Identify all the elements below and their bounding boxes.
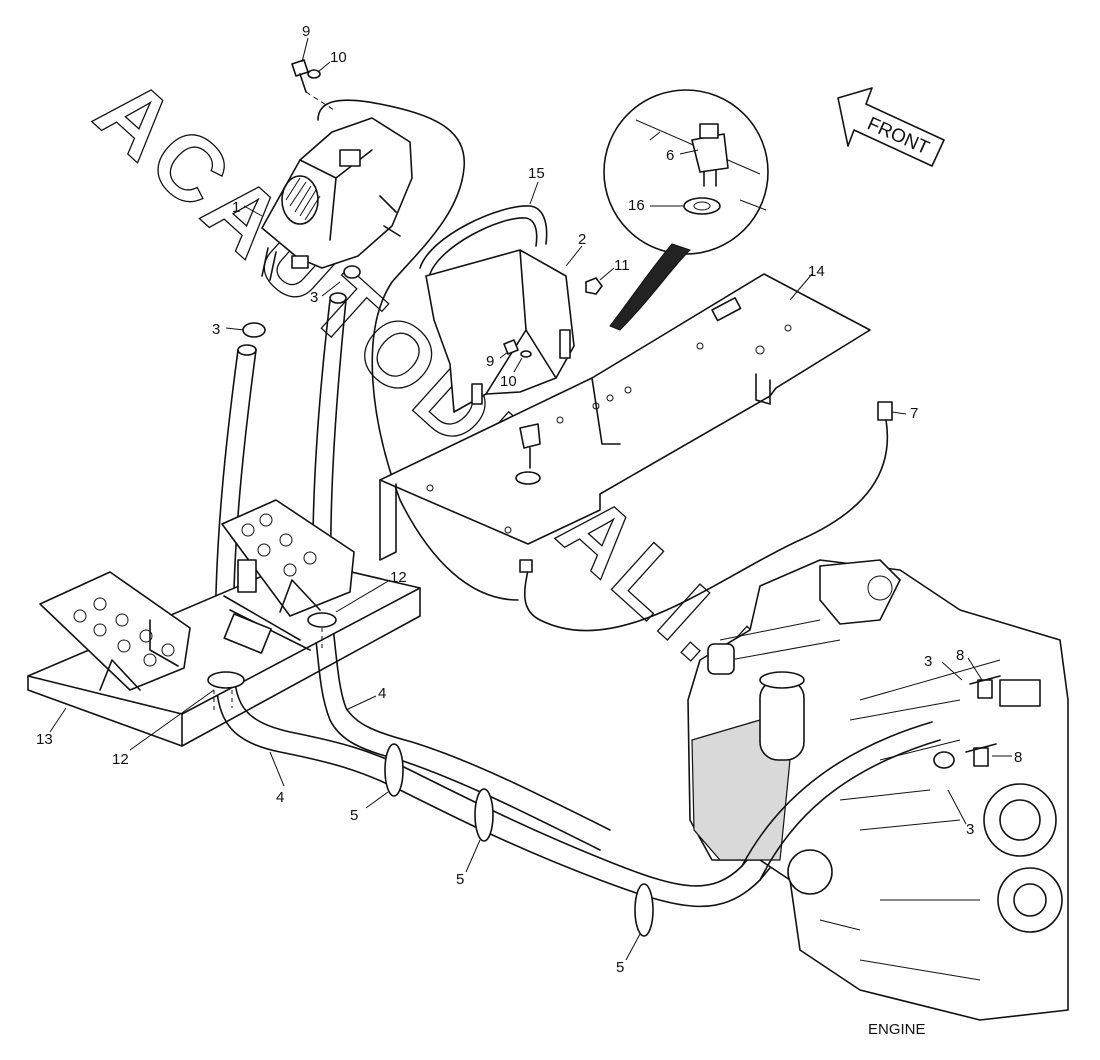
connector-7: [519, 401, 893, 632]
callout-10-top: 10: [330, 49, 347, 66]
callout-13: 13: [36, 731, 53, 748]
washer-10-mid: [520, 350, 532, 358]
callout-15: 15: [528, 165, 545, 182]
callout-14: 14: [808, 263, 825, 280]
drain-valve-8-b: [965, 743, 997, 767]
nut-11: [585, 277, 603, 295]
callout-5-b: 5: [456, 871, 464, 888]
bracket-2: [425, 249, 575, 413]
drain-valve-8-a: [969, 675, 1001, 699]
callout-8-b: 8: [1014, 749, 1022, 766]
callout-7: 7: [910, 405, 918, 422]
callout-5-a: 5: [350, 807, 358, 824]
pedal-left: [39, 571, 191, 691]
callout-3-c: 3: [924, 653, 932, 670]
callout-10-mid: 10: [500, 373, 517, 390]
callout-12-b: 12: [112, 751, 129, 768]
callout-3-a: 3: [212, 321, 220, 338]
hose-clamp-5-b: [474, 788, 494, 842]
pressure-switch-6-detail: [691, 123, 729, 187]
grommet-12-a: [207, 671, 245, 689]
engine-block: [687, 559, 1069, 1021]
callout-9-mid: 9: [486, 353, 494, 370]
bolt-9-top: [291, 59, 309, 93]
pedal-linkage: [149, 559, 311, 667]
mounting-plate-14: [379, 273, 871, 561]
gasket-16-detail: [683, 197, 721, 215]
callout-3-b: 3: [310, 289, 318, 306]
washer-10-top: [307, 69, 321, 79]
callout-12-a: 12: [390, 569, 407, 586]
callout-4-b: 4: [276, 789, 284, 806]
front-arrow-icon: FRONT: [837, 87, 945, 167]
callout-3-d: 3: [966, 821, 974, 838]
callout-9-top: 9: [302, 23, 310, 40]
temperature-switch-6: [515, 423, 541, 485]
engine-caption: ENGINE: [868, 1021, 926, 1038]
callout-1: 1: [232, 199, 240, 216]
hose-clamp-5-c: [634, 883, 654, 937]
hose-3-clamps-upper: [242, 265, 361, 338]
callout-11: 11: [614, 257, 630, 274]
hose-15: [419, 205, 548, 275]
hose-clamp-5-a: [384, 743, 404, 797]
detail-view-circle: [603, 89, 769, 331]
pedal-right: [221, 499, 355, 617]
bolt-9-mid: [503, 339, 519, 355]
leader-lines: [49, 37, 1012, 961]
callout-8-a: 8: [956, 647, 964, 664]
callout-16: 16: [628, 197, 645, 214]
heater-unit: [261, 117, 413, 281]
callout-5-c: 5: [616, 959, 624, 976]
callout-2: 2: [578, 231, 586, 248]
grommet-12-b: [307, 612, 337, 628]
callout-labels: 9 10 1 3 3 15 2 11 6 16 14 9 10 7 12 12 …: [36, 23, 1022, 976]
callout-6: 6: [666, 147, 674, 164]
heater-grille-icon: [281, 175, 321, 225]
callout-4-a: 4: [378, 685, 386, 702]
